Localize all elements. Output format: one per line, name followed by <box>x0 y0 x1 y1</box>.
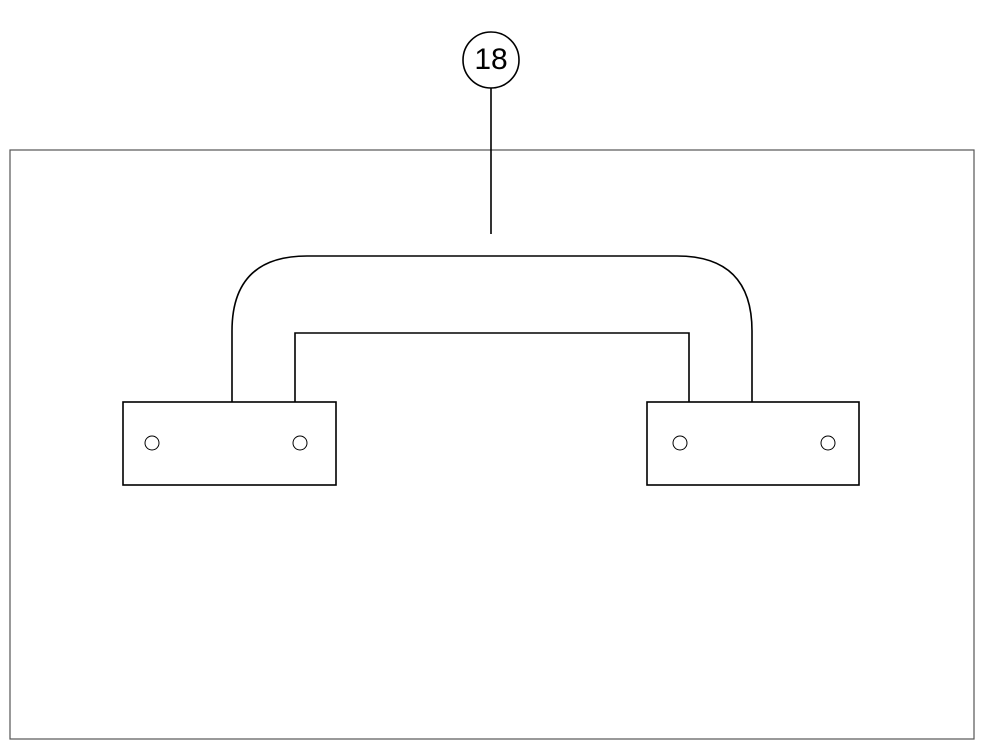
left-plate-screw-hole-outer <box>144 435 160 451</box>
right-mounting-plate <box>646 401 860 486</box>
right-plate-screw-hole-inner <box>672 435 688 451</box>
panel-outline <box>9 149 975 740</box>
callout-label: 18 <box>474 43 507 76</box>
left-mounting-plate <box>122 401 337 486</box>
right-plate-screw-hole-outer <box>820 435 836 451</box>
handle-bar-outer <box>231 255 753 402</box>
callout-balloon <box>462 31 520 89</box>
left-plate-screw-hole-inner <box>292 435 308 451</box>
handle-bar-inner <box>294 332 690 402</box>
